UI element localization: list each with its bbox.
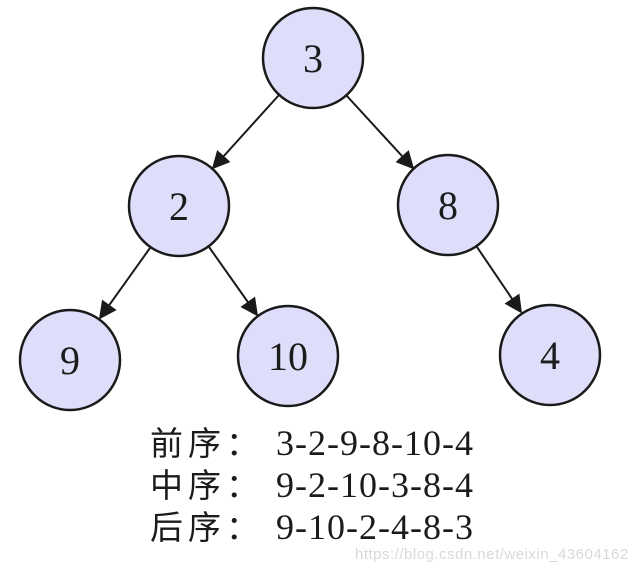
node-label: 8 bbox=[438, 183, 458, 228]
traversal-list: 前序： 3-2-9-8-10-4 中序： 9-2-10-3-8-4 后序： 9-… bbox=[150, 422, 474, 548]
node-label: 9 bbox=[60, 338, 80, 383]
edge-3-to-2 bbox=[211, 94, 280, 170]
tree-node-left-left: 9 bbox=[18, 308, 122, 412]
tree-node-left-right: 10 bbox=[236, 304, 340, 408]
preorder-value: 3-2-9-8-10-4 bbox=[276, 423, 474, 463]
tree-node-right: 8 bbox=[396, 153, 500, 257]
node-circle bbox=[498, 303, 602, 407]
node-label: 4 bbox=[540, 333, 560, 378]
edge-8-to-4 bbox=[476, 246, 523, 314]
postorder-label: 后序： bbox=[150, 511, 264, 547]
node-circle bbox=[18, 308, 122, 412]
node-label: 10 bbox=[268, 334, 308, 379]
postorder-row: 后序： 9-10-2-4-8-3 bbox=[150, 506, 474, 548]
tree-node-right-right: 4 bbox=[498, 303, 602, 407]
node-label: 2 bbox=[169, 184, 189, 229]
node-circle bbox=[261, 6, 365, 110]
edge-2-to-10 bbox=[208, 246, 259, 317]
inorder-row: 中序： 9-2-10-3-8-4 bbox=[150, 464, 474, 506]
edge-2-to-9 bbox=[98, 247, 151, 320]
node-circle bbox=[396, 153, 500, 257]
preorder-row: 前序： 3-2-9-8-10-4 bbox=[150, 422, 474, 464]
tree-node-root: 3 bbox=[261, 6, 365, 110]
tree-node-left: 2 bbox=[127, 154, 231, 258]
node-circle bbox=[127, 154, 231, 258]
edge-3-to-8 bbox=[345, 94, 415, 170]
inorder-label: 中序： bbox=[150, 469, 264, 505]
node-label: 3 bbox=[303, 36, 323, 81]
inorder-value: 9-2-10-3-8-4 bbox=[276, 465, 474, 505]
tree-edges bbox=[98, 94, 523, 320]
preorder-label: 前序： bbox=[150, 427, 264, 463]
postorder-value: 9-10-2-4-8-3 bbox=[276, 507, 474, 547]
csdn-watermark: https://blog.csdn.net/weixin_43604162 bbox=[355, 546, 629, 563]
node-circle bbox=[236, 304, 340, 408]
